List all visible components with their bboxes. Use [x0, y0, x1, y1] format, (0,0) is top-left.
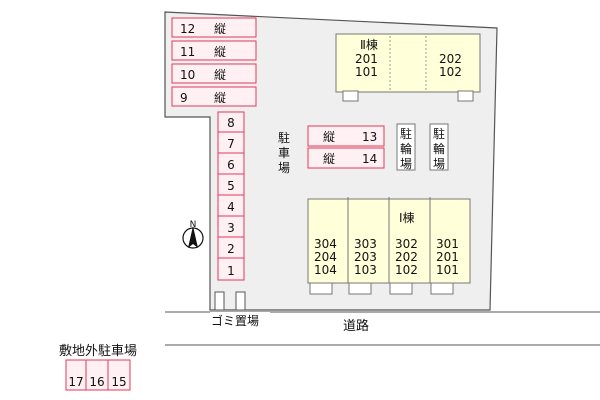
- parking-space-14: 縦 14: [307, 147, 385, 169]
- parking-space-3: 3: [217, 215, 245, 238]
- parking-space-4: 4: [217, 194, 245, 217]
- svg-text:12: 12: [180, 22, 195, 36]
- svg-text:場: 場: [278, 161, 290, 175]
- svg-text:5: 5: [227, 179, 235, 193]
- parking-space-1: 1: [217, 257, 245, 281]
- svg-text:駐: 駐: [278, 130, 290, 145]
- svg-text:縦: 縦: [214, 22, 226, 36]
- svg-text:103: 103: [354, 263, 377, 277]
- unit-201: 201: [355, 52, 378, 66]
- unit-column-303: 303 203 103: [354, 237, 377, 277]
- svg-text:203: 203: [354, 250, 377, 264]
- unit-202: 202: [439, 52, 462, 66]
- svg-text:縦: 縦: [323, 152, 335, 166]
- parking-label: 駐 車 場: [278, 130, 290, 175]
- parking-space-10: 10 縦: [171, 63, 257, 84]
- svg-text:202: 202: [395, 250, 418, 264]
- building-2-name: Ⅱ棟: [360, 37, 378, 52]
- garbage-area: ゴミ置場: [210, 291, 270, 328]
- svg-text:駐: 駐: [400, 126, 412, 141]
- svg-text:1: 1: [227, 264, 235, 278]
- svg-text:車: 車: [278, 146, 290, 160]
- svg-text:2: 2: [227, 242, 235, 256]
- garbage-label: ゴミ置場: [211, 313, 259, 328]
- garbage-bin-right: [235, 291, 246, 311]
- svg-text:204: 204: [314, 250, 337, 264]
- svg-text:8: 8: [227, 116, 235, 130]
- offsite-title: 敷地外駐車場: [59, 344, 137, 359]
- svg-text:輪: 輪: [400, 141, 412, 156]
- svg-text:縦: 縦: [214, 68, 226, 82]
- offsite-space-16: 16: [89, 375, 104, 389]
- svg-text:場: 場: [400, 157, 412, 171]
- building-1-name: Ⅰ棟: [399, 210, 415, 225]
- svg-text:302: 302: [395, 237, 418, 251]
- bicycle-parking-1: 駐 輪 場: [396, 123, 416, 171]
- svg-text:13: 13: [362, 130, 377, 144]
- offsite-space-15: 15: [111, 375, 126, 389]
- parking-space-13: 縦 13: [307, 125, 385, 147]
- unit-102: 102: [439, 65, 462, 79]
- svg-text:縦: 縦: [214, 45, 226, 59]
- svg-text:303: 303: [354, 237, 377, 251]
- road-label: 道路: [343, 318, 369, 334]
- bicycle-parking-2: 駐 輪 場: [429, 123, 449, 171]
- svg-text:場: 場: [433, 157, 445, 171]
- svg-text:6: 6: [227, 158, 235, 172]
- compass-label: N: [190, 220, 197, 230]
- svg-text:輪: 輪: [433, 141, 445, 156]
- north-arrow-icon: N: [182, 220, 204, 249]
- parking-space-9: 9 縦: [171, 86, 257, 107]
- svg-text:14: 14: [362, 152, 377, 166]
- parking-space-5: 5: [217, 173, 245, 196]
- unit-column-302: 302 202 102: [395, 237, 418, 277]
- parking-space-12: 12 縦: [171, 17, 257, 38]
- parking-top-rows: 12 縦 11 縦 10 縦 9 縦: [171, 17, 257, 107]
- building-1: Ⅰ棟 304 204 104 303 203 103 302 202 102 3…: [307, 197, 471, 295]
- svg-text:9: 9: [180, 91, 188, 105]
- svg-text:縦: 縦: [214, 91, 226, 105]
- parking-column: 8 7 6 5 4 3 2 1: [217, 111, 245, 281]
- unit-101: 101: [355, 65, 378, 79]
- unit-column-301: 301 201 101: [436, 237, 459, 277]
- svg-text:11: 11: [180, 45, 195, 59]
- svg-text:7: 7: [227, 137, 235, 151]
- svg-text:10: 10: [180, 68, 195, 82]
- garbage-bin-left: [214, 291, 225, 311]
- parking-space-7: 7: [217, 131, 245, 154]
- svg-text:縦: 縦: [323, 130, 335, 144]
- parking-space-6: 6: [217, 152, 245, 175]
- unit-column-30x: 304 204 104: [314, 237, 337, 277]
- svg-text:301: 301: [436, 237, 459, 251]
- svg-text:104: 104: [314, 263, 337, 277]
- svg-text:4: 4: [227, 200, 235, 214]
- parking-side: 縦 13 縦 14: [307, 125, 385, 169]
- offsite-space-17: 17: [68, 375, 83, 389]
- building-2: Ⅱ棟 201 101 202 102: [335, 33, 481, 102]
- svg-text:101: 101: [436, 263, 459, 277]
- parking-space-11: 11 縦: [171, 40, 257, 61]
- svg-text:201: 201: [436, 250, 459, 264]
- svg-text:駐: 駐: [433, 126, 445, 141]
- parking-space-8: 8: [217, 111, 245, 133]
- svg-text:304: 304: [314, 237, 337, 251]
- parking-space-2: 2: [217, 236, 245, 259]
- svg-text:102: 102: [395, 263, 418, 277]
- offsite-parking: 敷地外駐車場 17 16 15: [59, 344, 137, 391]
- svg-text:3: 3: [227, 221, 235, 235]
